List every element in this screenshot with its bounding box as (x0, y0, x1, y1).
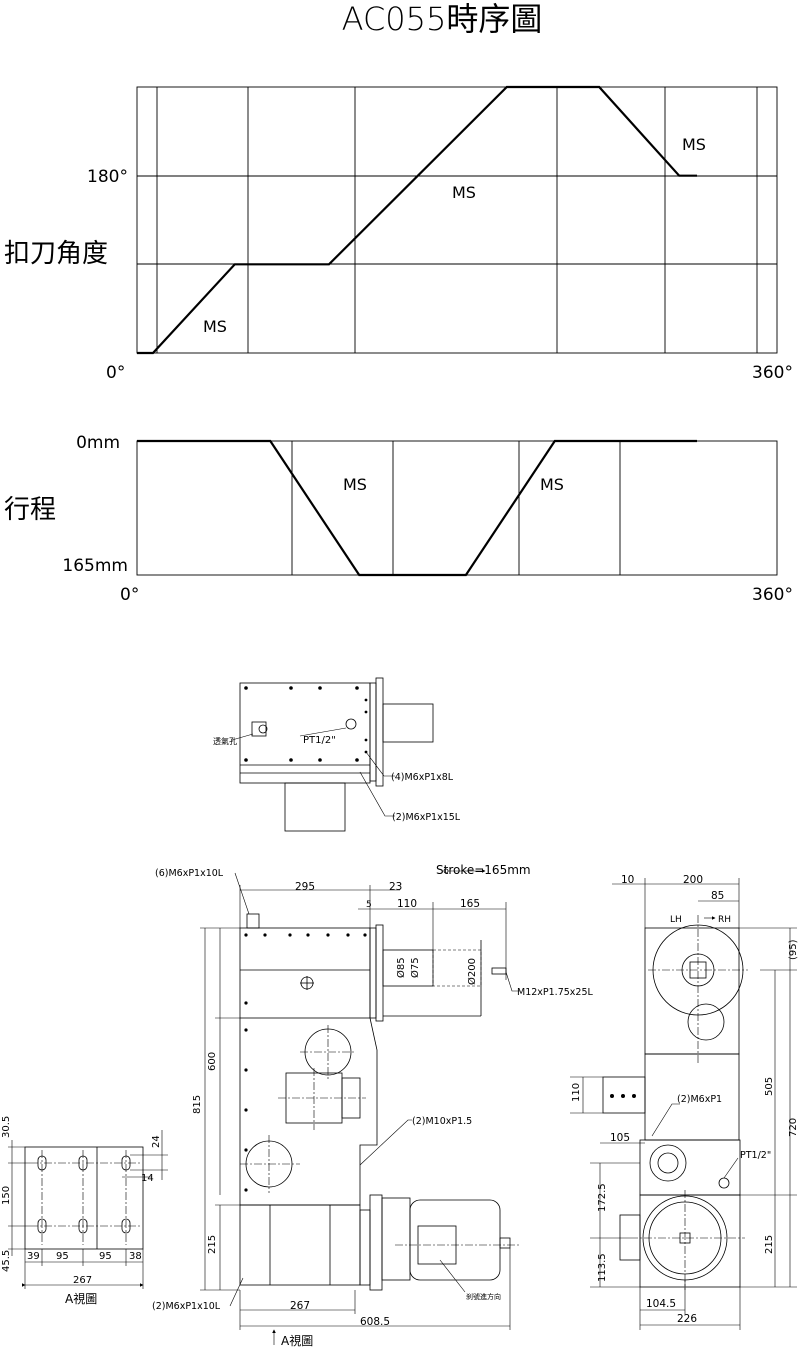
front-dia-85: Ø85 (395, 957, 407, 978)
front-view-a-label: A視圖 (281, 1333, 313, 1348)
side-lh-label: LH (670, 915, 682, 925)
stroke-x-end: 360° (752, 585, 793, 605)
side-m6-label: (2)M6xP1 (677, 1094, 722, 1105)
stroke-x-start: 0° (120, 585, 139, 605)
front-dia-200: Ø200 (466, 958, 478, 985)
angle-segment-label: MS (203, 317, 227, 336)
m10-thread-label: (2)M10xP1.5 (412, 1116, 472, 1127)
side-dim-110: 110 (571, 1083, 582, 1102)
angle-segment-label: MS (452, 183, 476, 202)
front-dim-608-5: 608.5 (360, 1316, 390, 1328)
front-upper-housing (239, 927, 371, 1019)
stroke-segment-label: MS (540, 475, 564, 494)
angle-y-label: 扣刀角度 (4, 239, 108, 269)
stroke-chart: 0mm 165mm 行程 0° 360° MS MS (4, 433, 793, 605)
m6x15-label: (2)M6xP1x15L (392, 812, 461, 823)
a-dim-39: 39 (27, 1251, 40, 1262)
side-dim-95: (95) (788, 939, 799, 960)
a-dim-150: 150 (1, 1186, 12, 1205)
a-dim-14: 14 (141, 1173, 154, 1184)
top-view-body (239, 682, 371, 784)
m6x10-bottom-label: (2)M6xP1x10L (152, 1301, 221, 1312)
side-dim-10: 10 (621, 874, 634, 886)
front-motor (409, 1199, 501, 1281)
stroke-chart-grid (291, 441, 621, 575)
a-dim-30-5: 30.5 (1, 1116, 12, 1138)
a-view-plate (24, 1146, 144, 1250)
front-dim-815: 815 (192, 1095, 203, 1114)
angle-chart-grid (137, 87, 777, 353)
front-dim-600: 600 (207, 1052, 218, 1071)
stroke-length-label: Stroke=165mm (436, 863, 531, 877)
stroke-y-bottom: 165mm (62, 556, 128, 576)
vent-hole-label: 透氣孔 (213, 736, 237, 746)
page-title: AC055時序圖 (342, 0, 543, 38)
a-dim-95: 95 (56, 1251, 69, 1262)
front-dim-110: 110 (397, 898, 417, 910)
side-rh-label: RH (718, 915, 731, 925)
side-dim-105: 105 (610, 1132, 630, 1144)
angle-segment-label: MS (682, 135, 706, 154)
side-dim-226: 226 (677, 1313, 697, 1325)
stroke-segment-label: MS (343, 475, 367, 494)
top-view-shaft (382, 703, 434, 743)
front-shaft (382, 949, 434, 987)
a-dim-45-5: 45.5 (1, 1250, 12, 1272)
side-dim-104-5: 104.5 (646, 1298, 676, 1310)
m6x10-top-label: (6)M6xP1x10L (155, 868, 224, 879)
a-dim-95: 95 (99, 1251, 112, 1262)
m6x8-label: (4)M6xP1x8L (391, 772, 454, 783)
front-dia-75: Ø75 (409, 957, 421, 978)
stroke-chart-frame (136, 440, 778, 576)
side-view-drawing: 10 200 85 LH RH (95) 505 720 215 110 105… (570, 874, 799, 1330)
side-dim-215: 215 (764, 1235, 775, 1254)
front-dim-295: 295 (295, 881, 315, 893)
front-lower-body (239, 1204, 361, 1286)
front-view-drawing: 295 23 5 110 165 Stroke=165mm Ø85 Ø75 Ø2… (152, 863, 593, 1348)
angle-x-end: 360° (752, 363, 793, 383)
m12-thread-label: M12xP1.75x25L (517, 987, 593, 998)
front-dim-267: 267 (290, 1300, 310, 1312)
side-dim-200: 200 (683, 874, 703, 886)
motor-direction-label: 刹號進方向 (466, 1292, 501, 1301)
front-dim-5: 5 (366, 900, 372, 910)
angle-y-tick: 180° (87, 167, 128, 187)
front-dim-165: 165 (460, 898, 480, 910)
stroke-y-top: 0mm (76, 433, 120, 453)
front-dim-215: 215 (207, 1235, 218, 1254)
a-dim-267: 267 (73, 1275, 92, 1286)
side-dim-172-5: 172.5 (597, 1183, 608, 1212)
top-view-base (284, 782, 346, 832)
side-dim-720: 720 (788, 1118, 799, 1137)
stroke-y-label: 行程 (4, 495, 56, 525)
pt-thread-label: PT1/2" (303, 735, 336, 746)
angle-x-start: 0° (106, 363, 125, 383)
side-dim-505: 505 (764, 1077, 775, 1096)
a-view-drawing: 30.5 150 45.5 24 14 39 95 95 38 267 A視圖 (1, 1116, 168, 1306)
top-view-drawing: 透氣孔 PT1/2" (4)M6xP1x8L (2)M6xP1x15L (213, 677, 461, 832)
side-dim-85: 85 (711, 890, 724, 902)
a-view-title: A視圖 (65, 1291, 97, 1306)
stroke-series-line (137, 439, 697, 577)
a-dim-24: 24 (151, 1135, 162, 1148)
angle-chart: 180° 扣刀角度 0° 360° MS MS MS (4, 85, 793, 383)
angle-chart-frame (136, 86, 778, 354)
side-dim-113-5: 113.5 (597, 1253, 608, 1282)
a-dim-38: 38 (129, 1251, 142, 1262)
front-dim-23: 23 (389, 881, 402, 893)
side-pt-label: PT1/2" (740, 1150, 771, 1161)
angle-series-line (137, 85, 697, 355)
